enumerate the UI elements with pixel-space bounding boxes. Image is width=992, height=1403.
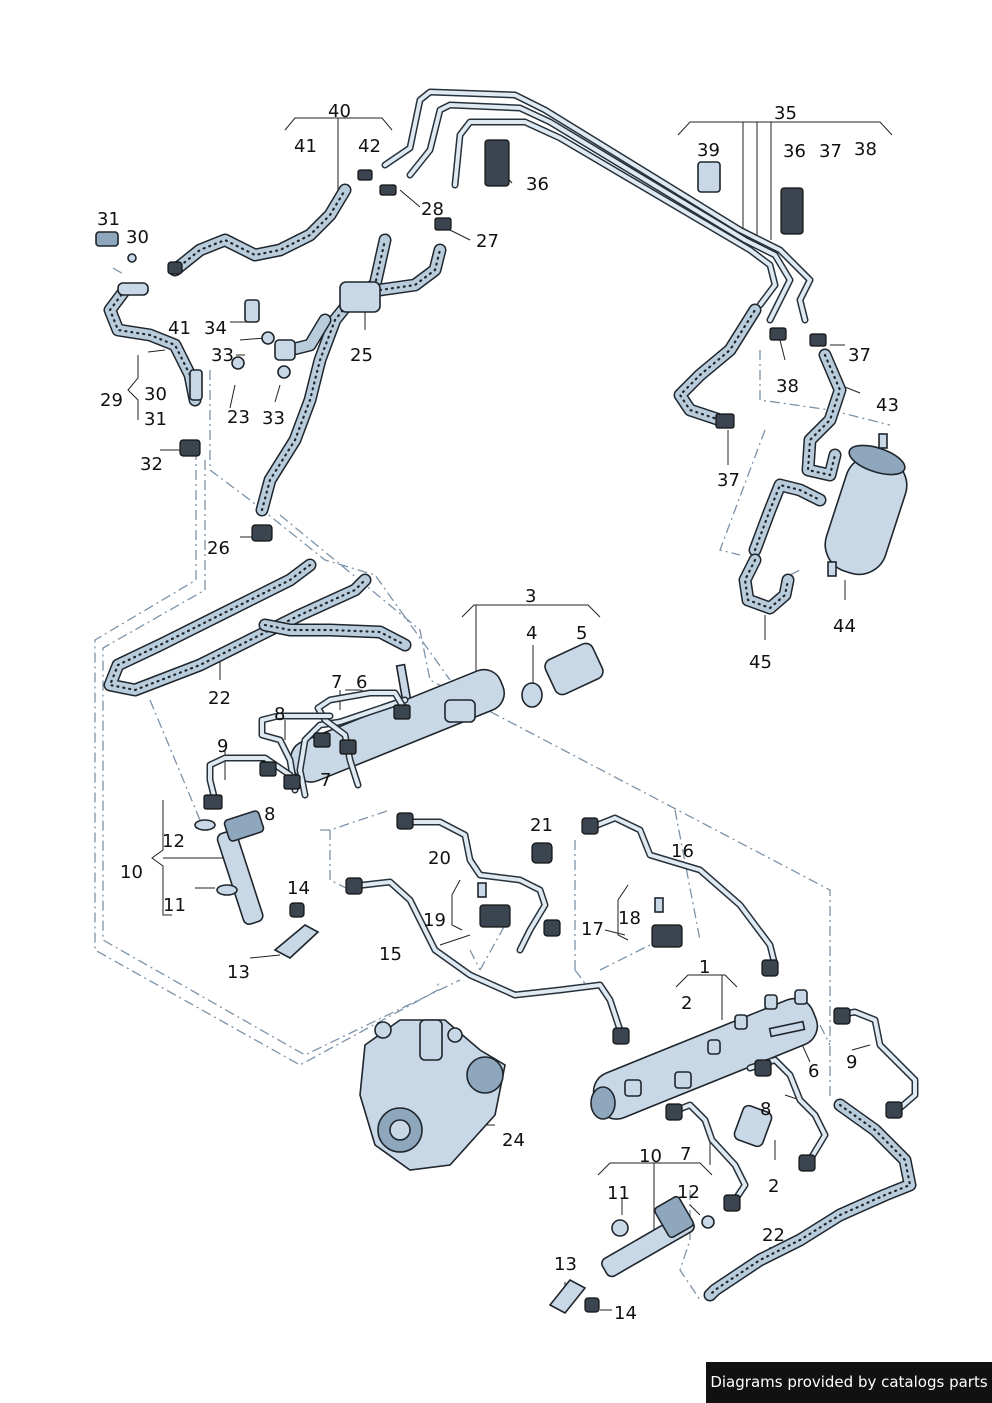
hp-lines-middle: [345, 812, 779, 1045]
callout-44: 44: [833, 616, 856, 637]
callout-42: 42: [358, 136, 381, 157]
callout-8: 8: [264, 804, 275, 825]
callout-15: 15: [379, 944, 402, 965]
high-pressure-pump: [359, 1019, 506, 1171]
callout-9: 9: [846, 1052, 857, 1073]
callout-24: 24: [502, 1130, 525, 1151]
callout-30: 30: [126, 227, 149, 248]
callout-31: 31: [144, 409, 167, 430]
callout-10: 10: [120, 862, 143, 883]
callout-39: 39: [697, 140, 720, 161]
callout-4: 4: [526, 623, 537, 644]
assembly-lines: [94, 267, 891, 1301]
callout-14: 14: [614, 1303, 637, 1324]
callout-2: 2: [681, 993, 692, 1014]
hp-lines-lower: [665, 1007, 919, 1212]
callout-34: 34: [204, 318, 227, 339]
watermark-banner: Diagrams provided by catalogs parts: [706, 1362, 992, 1403]
callout-22: 22: [762, 1225, 785, 1246]
injector-lower: [548, 1195, 715, 1315]
callout-7: 7: [320, 770, 331, 791]
callout-6: 6: [356, 672, 367, 693]
clamps-fittings-top: [95, 139, 827, 948]
callout-7: 7: [331, 672, 342, 693]
callout-31: 31: [97, 209, 120, 230]
callout-43: 43: [876, 395, 899, 416]
callout-21: 21: [530, 815, 553, 836]
callout-33: 33: [262, 408, 285, 429]
callout-29: 29: [100, 390, 123, 411]
callout-6: 6: [808, 1061, 819, 1082]
callout-18: 18: [618, 908, 641, 929]
callout-labels: 40 41 42 35 39 36 37 38 36 28 27 31 30 4…: [97, 101, 899, 1324]
callout-32: 32: [140, 454, 163, 475]
callout-7: 7: [680, 1144, 691, 1165]
callout-35: 35: [774, 103, 797, 124]
fuel-rail-upper: [203, 668, 506, 810]
callout-28: 28: [421, 199, 444, 220]
callout-20: 20: [428, 848, 451, 869]
fuel-filter: [824, 433, 908, 577]
rigid-fuel-lines: [381, 88, 814, 324]
callout-9: 9: [217, 736, 228, 757]
callout-26: 26: [207, 538, 230, 559]
callout-36: 36: [783, 141, 806, 162]
callout-17: 17: [581, 919, 604, 940]
callout-14: 14: [287, 878, 310, 899]
callout-37: 37: [717, 470, 740, 491]
callout-19: 19: [423, 910, 446, 931]
callout-37: 37: [819, 141, 842, 162]
callout-40: 40: [328, 101, 351, 122]
callout-2: 2: [768, 1176, 779, 1197]
callout-8: 8: [760, 1099, 771, 1120]
callout-13: 13: [227, 962, 250, 983]
callout-12: 12: [162, 831, 185, 852]
callout-10: 10: [639, 1146, 662, 1167]
callout-36: 36: [526, 174, 549, 195]
callout-38: 38: [854, 139, 877, 160]
callout-25: 25: [350, 345, 373, 366]
callout-8: 8: [274, 704, 285, 725]
callout-3: 3: [525, 586, 536, 607]
injector-upper: [194, 810, 320, 959]
callout-38: 38: [776, 376, 799, 397]
callout-37: 37: [848, 345, 871, 366]
callout-41: 41: [168, 318, 191, 339]
callout-45: 45: [749, 652, 772, 673]
callout-13: 13: [554, 1254, 577, 1275]
callout-12: 12: [677, 1182, 700, 1203]
fuel-rail-lower: [590, 989, 819, 1148]
callout-41: 41: [294, 136, 317, 157]
leader-lines: [127, 117, 893, 1311]
callout-30: 30: [144, 384, 167, 405]
callout-23: 23: [227, 407, 250, 428]
callout-27: 27: [476, 231, 499, 252]
callout-5: 5: [576, 623, 587, 644]
callout-16: 16: [671, 841, 694, 862]
callout-1: 1: [699, 957, 710, 978]
callout-11: 11: [163, 895, 186, 916]
callout-22: 22: [208, 688, 231, 709]
callout-11: 11: [607, 1183, 630, 1204]
callout-33: 33: [211, 345, 234, 366]
